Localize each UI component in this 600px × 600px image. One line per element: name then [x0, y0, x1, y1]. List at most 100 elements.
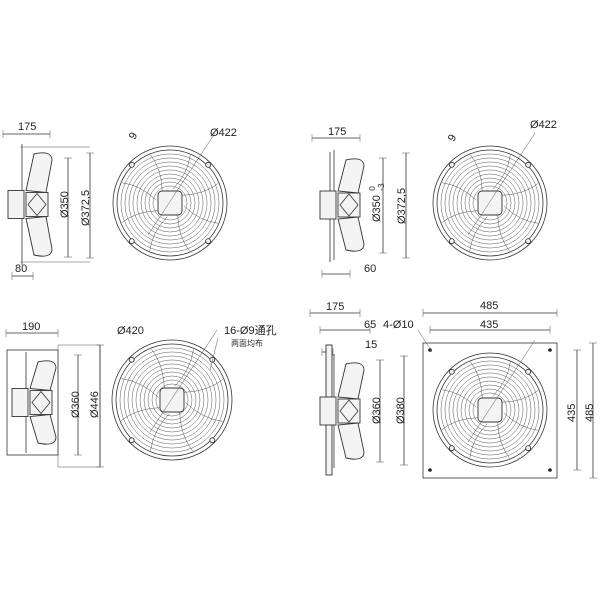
- mounting-lug: [525, 445, 532, 452]
- fan-b-outer-diameter-label: Ø372,5: [396, 188, 408, 224]
- grille-spoke: [183, 379, 224, 393]
- grille-spoke: [470, 154, 483, 192]
- fan-a-labels: 175 Ø422 9 Ø350 Ø372,5 80: [15, 121, 237, 275]
- leader-line: [147, 132, 216, 236]
- fan-b-inner-diameter-label: Ø350: [371, 195, 383, 222]
- fan-blade: [25, 152, 53, 193]
- grille-spoke: [501, 390, 539, 403]
- mounting-hole: [428, 468, 432, 472]
- leader-line: [467, 132, 536, 236]
- grille-spoke: [503, 412, 538, 431]
- grille-wire: [139, 367, 205, 433]
- grille-wire: [136, 169, 204, 237]
- grille-spoke: [149, 216, 168, 251]
- fan-d-labels: 175 65 15 4-Ø10 485 435 Ø360 Ø380 435 48…: [326, 300, 596, 424]
- leader-line: [149, 329, 218, 433]
- grille-spoke: [442, 182, 477, 201]
- fan-guard-ring: [432, 145, 548, 261]
- fan-guard-ring: [115, 343, 229, 457]
- grille-spoke: [503, 205, 538, 224]
- grille-wire: [448, 161, 532, 245]
- leader-line: [467, 339, 536, 443]
- rotor-hub: [29, 390, 53, 415]
- fan-d-square-plate: [422, 342, 558, 479]
- rotor-pattern: [339, 399, 359, 423]
- fan-a-front-view: [112, 145, 228, 261]
- grille-wire: [119, 347, 225, 453]
- fan-c-holes-note: 两面均布: [231, 338, 263, 348]
- motor-hub: [159, 387, 185, 413]
- grille-spoke: [183, 205, 218, 224]
- grille-spoke: [441, 417, 479, 430]
- fan-d-15-label: 15: [365, 339, 377, 351]
- motor-body: [319, 190, 337, 220]
- mounting-lug: [128, 238, 135, 245]
- fan-blade: [337, 158, 365, 194]
- mounting-lug: [448, 238, 455, 245]
- grille-wire: [120, 153, 220, 253]
- grille-wire: [444, 157, 536, 249]
- fan-c-front-view: [111, 339, 233, 461]
- fan-d-65-label: 65: [364, 319, 376, 331]
- motor-body: [11, 388, 29, 417]
- grille-spoke: [469, 423, 488, 458]
- grille-wire: [456, 376, 524, 444]
- grille-wire: [468, 181, 512, 225]
- grille-spoke: [172, 155, 191, 190]
- fan-d-front-view: [432, 352, 548, 468]
- grille-spoke: [177, 214, 190, 252]
- fan-b-tolerance-lower: -3: [377, 183, 386, 191]
- fan-d-outer-diameter-label: Ø380: [395, 397, 407, 424]
- fan-blade: [337, 422, 365, 460]
- grille-spoke: [181, 183, 219, 196]
- grille-spoke: [469, 216, 488, 251]
- grille-wire: [452, 165, 528, 241]
- fan-b-front-view: [432, 145, 548, 261]
- grille-wire: [151, 379, 193, 421]
- mounting-lug: [128, 161, 135, 168]
- grille-wire: [140, 173, 200, 233]
- grille-wire: [124, 157, 216, 249]
- grille-wire: [460, 173, 520, 233]
- fan-d-hole-spacing-w-label: 435: [480, 319, 498, 331]
- grille-wire: [127, 355, 217, 445]
- grille-spoke: [179, 411, 193, 452]
- fan-b-offset-label: 60: [364, 263, 376, 275]
- fan-c-inner-diameter-label: Ø360: [70, 391, 82, 418]
- mounting-lug: [128, 356, 135, 363]
- grille-wire: [148, 181, 192, 225]
- fan-guard-ring: [112, 145, 228, 261]
- motor-hub: [477, 397, 503, 423]
- grille-spoke: [501, 183, 539, 196]
- grille-spoke: [441, 210, 479, 223]
- fan-guard-ring: [111, 339, 233, 461]
- mounting-lug: [448, 161, 455, 168]
- grille-wire: [132, 165, 208, 241]
- fan-blade: [29, 360, 57, 391]
- grille-wire: [135, 363, 209, 437]
- grille-spoke: [497, 214, 510, 252]
- mounting-hole: [548, 468, 552, 472]
- fan-c-labels: 190 Ø420 16-Ø9通孔 两面均布 Ø360 Ø446: [22, 321, 277, 418]
- mounting-hole: [428, 348, 432, 352]
- mounting-lug: [209, 356, 216, 363]
- fan-d-holes-label: 4-Ø10: [383, 319, 414, 331]
- grille-spoke: [497, 421, 510, 459]
- fan-b-labels: 175 Ø422 9 Ø350 0 -3 Ø372,5 60: [328, 119, 557, 275]
- fan-d-holes-leader: [417, 329, 433, 353]
- grille-wire: [444, 364, 536, 456]
- grille-wire: [456, 169, 524, 237]
- mounting-lug: [448, 445, 455, 452]
- fan-d-side-view: [319, 354, 365, 468]
- grille-wire: [128, 161, 212, 245]
- fan-guard-ring: [116, 149, 224, 257]
- motor-body: [319, 396, 337, 426]
- fan-b-tolerance-upper: 0: [368, 186, 377, 191]
- fan-b-side-view: [319, 150, 365, 260]
- fan-b-depth-label: 175: [328, 126, 346, 138]
- grille-wire: [152, 185, 188, 221]
- fan-d-plate-width-label: 485: [480, 300, 498, 312]
- fan-a-outer-diameter-label: Ø372,5: [80, 190, 92, 226]
- grille-wire: [123, 351, 221, 449]
